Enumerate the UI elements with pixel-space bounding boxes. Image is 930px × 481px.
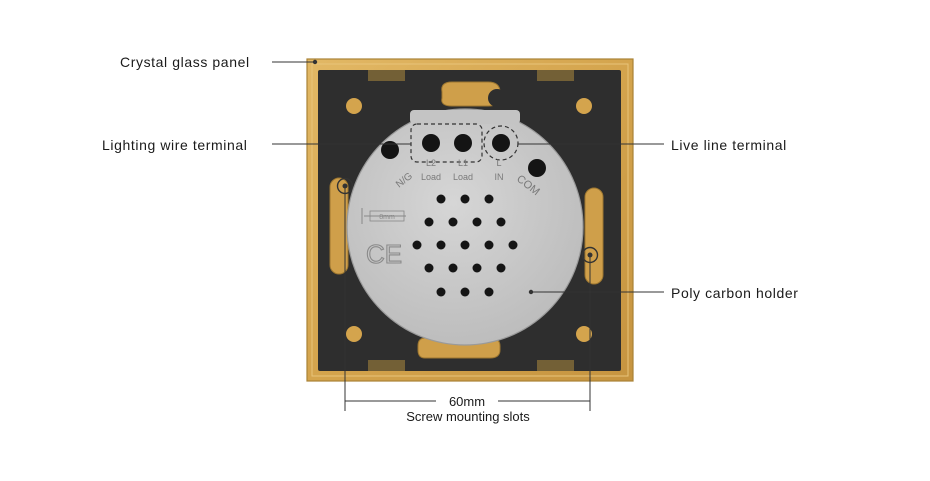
vent-dot (448, 263, 458, 273)
vent-dot (436, 287, 446, 297)
corner-hole (576, 326, 592, 342)
strip-gauge-mark: 8mm (361, 208, 406, 224)
label-lighting-wire-terminal: Lighting wire terminal (102, 137, 248, 153)
terminal-l2-hole (422, 134, 440, 152)
top-keyhole-hole (488, 89, 506, 107)
strip-gauge-label: 8mm (379, 214, 395, 221)
live-terminal-highlight (483, 125, 519, 161)
terminal-label-load-1: Load (421, 172, 441, 182)
vent-dot (424, 263, 434, 273)
terminal-label-l: L (496, 158, 501, 168)
vent-dot (460, 194, 470, 204)
terminal-l-in-hole (492, 134, 510, 152)
dimension-caption: Screw mounting slots (406, 409, 530, 424)
terminal-label-in: IN (495, 172, 504, 182)
dimension-value: 60mm (448, 394, 486, 409)
bottom-notch (368, 360, 405, 371)
vent-dot (472, 263, 482, 273)
terminal-label-l1: L1 (458, 158, 468, 168)
top-notch (368, 70, 405, 81)
leader-glass-panel-dot (312, 59, 318, 65)
vent-dot (460, 240, 470, 250)
lighting-terminal-highlight (410, 123, 483, 163)
vent-dot (484, 287, 494, 297)
label-poly-carbon-holder: Poly carbon holder (671, 285, 799, 301)
glass-panel-inner-edge (311, 63, 629, 377)
terminal-l1-hole (454, 134, 472, 152)
vent-dots (412, 194, 518, 297)
terminal-com-hole (528, 159, 546, 177)
corner-hole (346, 326, 362, 342)
bottom-notch (537, 360, 574, 371)
ce-mark: CE (366, 239, 402, 269)
vent-dot (496, 263, 506, 273)
label-live-line-terminal: Live line terminal (671, 137, 787, 153)
corner-hole (576, 98, 592, 114)
leader-poly-holder-dot (528, 289, 534, 295)
vent-dot (436, 194, 446, 204)
holder-top-tab (410, 110, 520, 124)
vent-dot (448, 217, 458, 227)
terminal-ng-hole (381, 141, 399, 159)
right-side-slot (584, 187, 604, 285)
terminal-label-l2: L2 (426, 158, 436, 168)
corner-hole (346, 98, 362, 114)
vent-dot (436, 240, 446, 250)
top-notch (537, 70, 574, 81)
vent-dot (472, 217, 482, 227)
vent-dot (484, 240, 494, 250)
vent-dot (496, 217, 506, 227)
vent-dot (484, 194, 494, 204)
vent-dot (424, 217, 434, 227)
vent-dot (460, 287, 470, 297)
terminal-label-load-2: Load (453, 172, 473, 182)
label-crystal-glass-panel: Crystal glass panel (120, 54, 250, 70)
vent-dot (412, 240, 422, 250)
vent-dot (508, 240, 518, 250)
poly-carbon-holder (346, 108, 584, 346)
